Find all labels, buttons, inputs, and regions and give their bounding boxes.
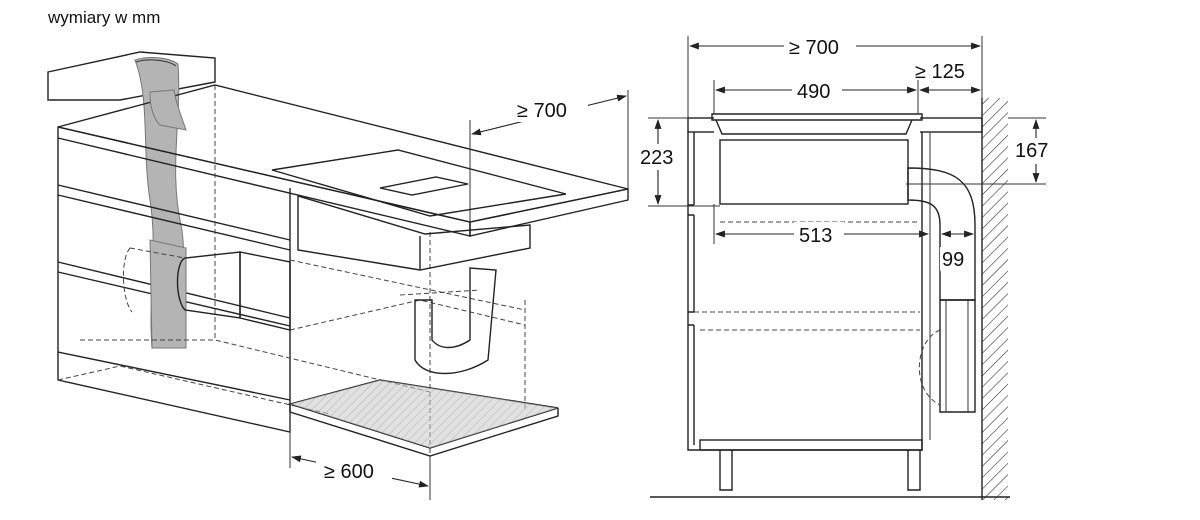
overall-depth-label: ≥ 700 [789,37,839,59]
worktop-side-edge [469,188,629,237]
unit-body [719,139,909,205]
leg-front [719,450,733,491]
duct-elbow [414,267,497,375]
extractor-vent [379,176,469,196]
width-dimension-label: ≥ 600 [324,461,374,483]
worktop-front-edge [57,126,471,237]
isometric-view: ≥ 700 ≥ 600 [47,51,629,500]
hob-width-label: 490 [797,81,830,103]
hob-top [711,113,923,121]
height-label: 223 [640,147,673,169]
depth-dimension-label: ≥ 700 [517,100,567,122]
units-caption: wymiary w mm [47,8,160,27]
duct-section [907,167,976,301]
leg-rear [907,450,921,491]
wall-hatch [982,98,1008,500]
duct-height-label: 167 [1015,140,1048,162]
wall-ledge [47,51,216,101]
cabinet-section [687,132,923,451]
cabinet-plinth [57,352,291,433]
unit-depth-label: 513 [799,225,832,247]
horizontal-duct [176,251,241,319]
section-view: ≥ 700 490 ≥ 125 223 167 513 99 [636,34,1060,500]
rear-gap-label: ≥ 125 [915,61,965,83]
hob-glass [271,149,567,217]
extractor-unit [297,195,531,271]
duct-width-label: 99 [942,249,964,271]
